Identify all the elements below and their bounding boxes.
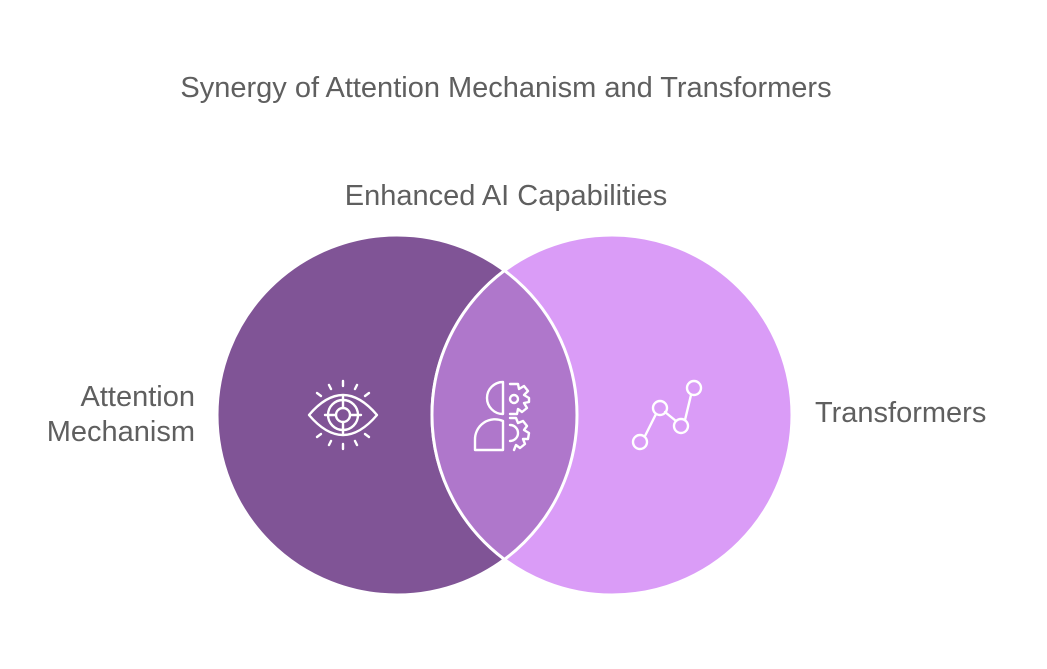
right-set-label: Transformers <box>815 397 987 429</box>
left-set-label-line-1: Attention <box>80 381 195 413</box>
diagram-title: Synergy of Attention Mechanism and Trans… <box>180 72 832 104</box>
line-chart-icon <box>631 379 703 451</box>
left-set-label-line-2: Mechanism <box>46 416 195 448</box>
head-gear-icon <box>473 380 531 452</box>
intersection-label: Enhanced AI Capabilities <box>344 180 668 212</box>
left-set-label: Attention Mechanism <box>47 380 195 450</box>
intersection-outline <box>430 235 579 595</box>
intersection-region <box>432 235 577 595</box>
eye-target-icon <box>307 379 379 451</box>
